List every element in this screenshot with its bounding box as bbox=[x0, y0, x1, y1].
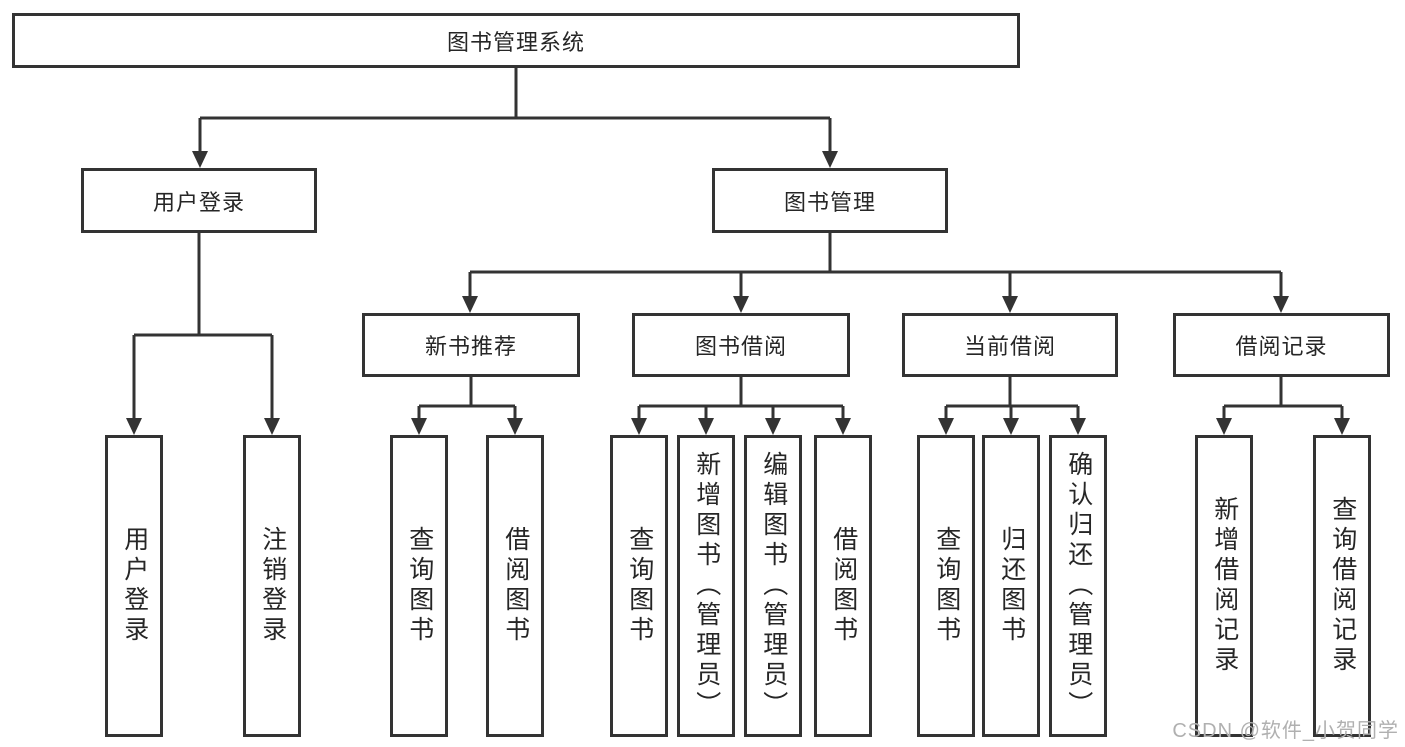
node-user-login: 用户登录 bbox=[81, 168, 317, 233]
node-query-books-borrow: 查询图书 bbox=[610, 435, 668, 737]
node-logout: 注销登录 bbox=[243, 435, 301, 737]
node-book-management: 图书管理 bbox=[712, 168, 948, 233]
arrowheads bbox=[126, 151, 1350, 435]
node-borrow-books-borrow: 借阅图书 bbox=[814, 435, 872, 737]
node-borrow-records: 借阅记录 bbox=[1173, 313, 1390, 377]
node-book-borrow: 图书借阅 bbox=[632, 313, 850, 377]
node-query-books-recommend: 查询图书 bbox=[390, 435, 448, 737]
watermark: CSDN @软件_小贺同学 bbox=[1172, 720, 1399, 742]
node-new-book-recommend: 新书推荐 bbox=[362, 313, 580, 377]
node-query-books-current: 查询图书 bbox=[917, 435, 975, 737]
node-edit-book-admin: 编辑图书（管理员） bbox=[744, 435, 802, 737]
node-add-borrow-record: 新增借阅记录 bbox=[1195, 435, 1253, 737]
node-user-login-action: 用户登录 bbox=[105, 435, 163, 737]
node-confirm-return-admin: 确认归还（管理员） bbox=[1049, 435, 1107, 737]
node-query-borrow-record: 查询借阅记录 bbox=[1313, 435, 1371, 737]
node-return-book: 归还图书 bbox=[982, 435, 1040, 737]
node-borrow-books-recommend: 借阅图书 bbox=[486, 435, 544, 737]
node-root: 图书管理系统 bbox=[12, 13, 1020, 68]
node-add-book-admin: 新增图书（管理员） bbox=[677, 435, 735, 737]
node-current-borrow: 当前借阅 bbox=[902, 313, 1118, 377]
